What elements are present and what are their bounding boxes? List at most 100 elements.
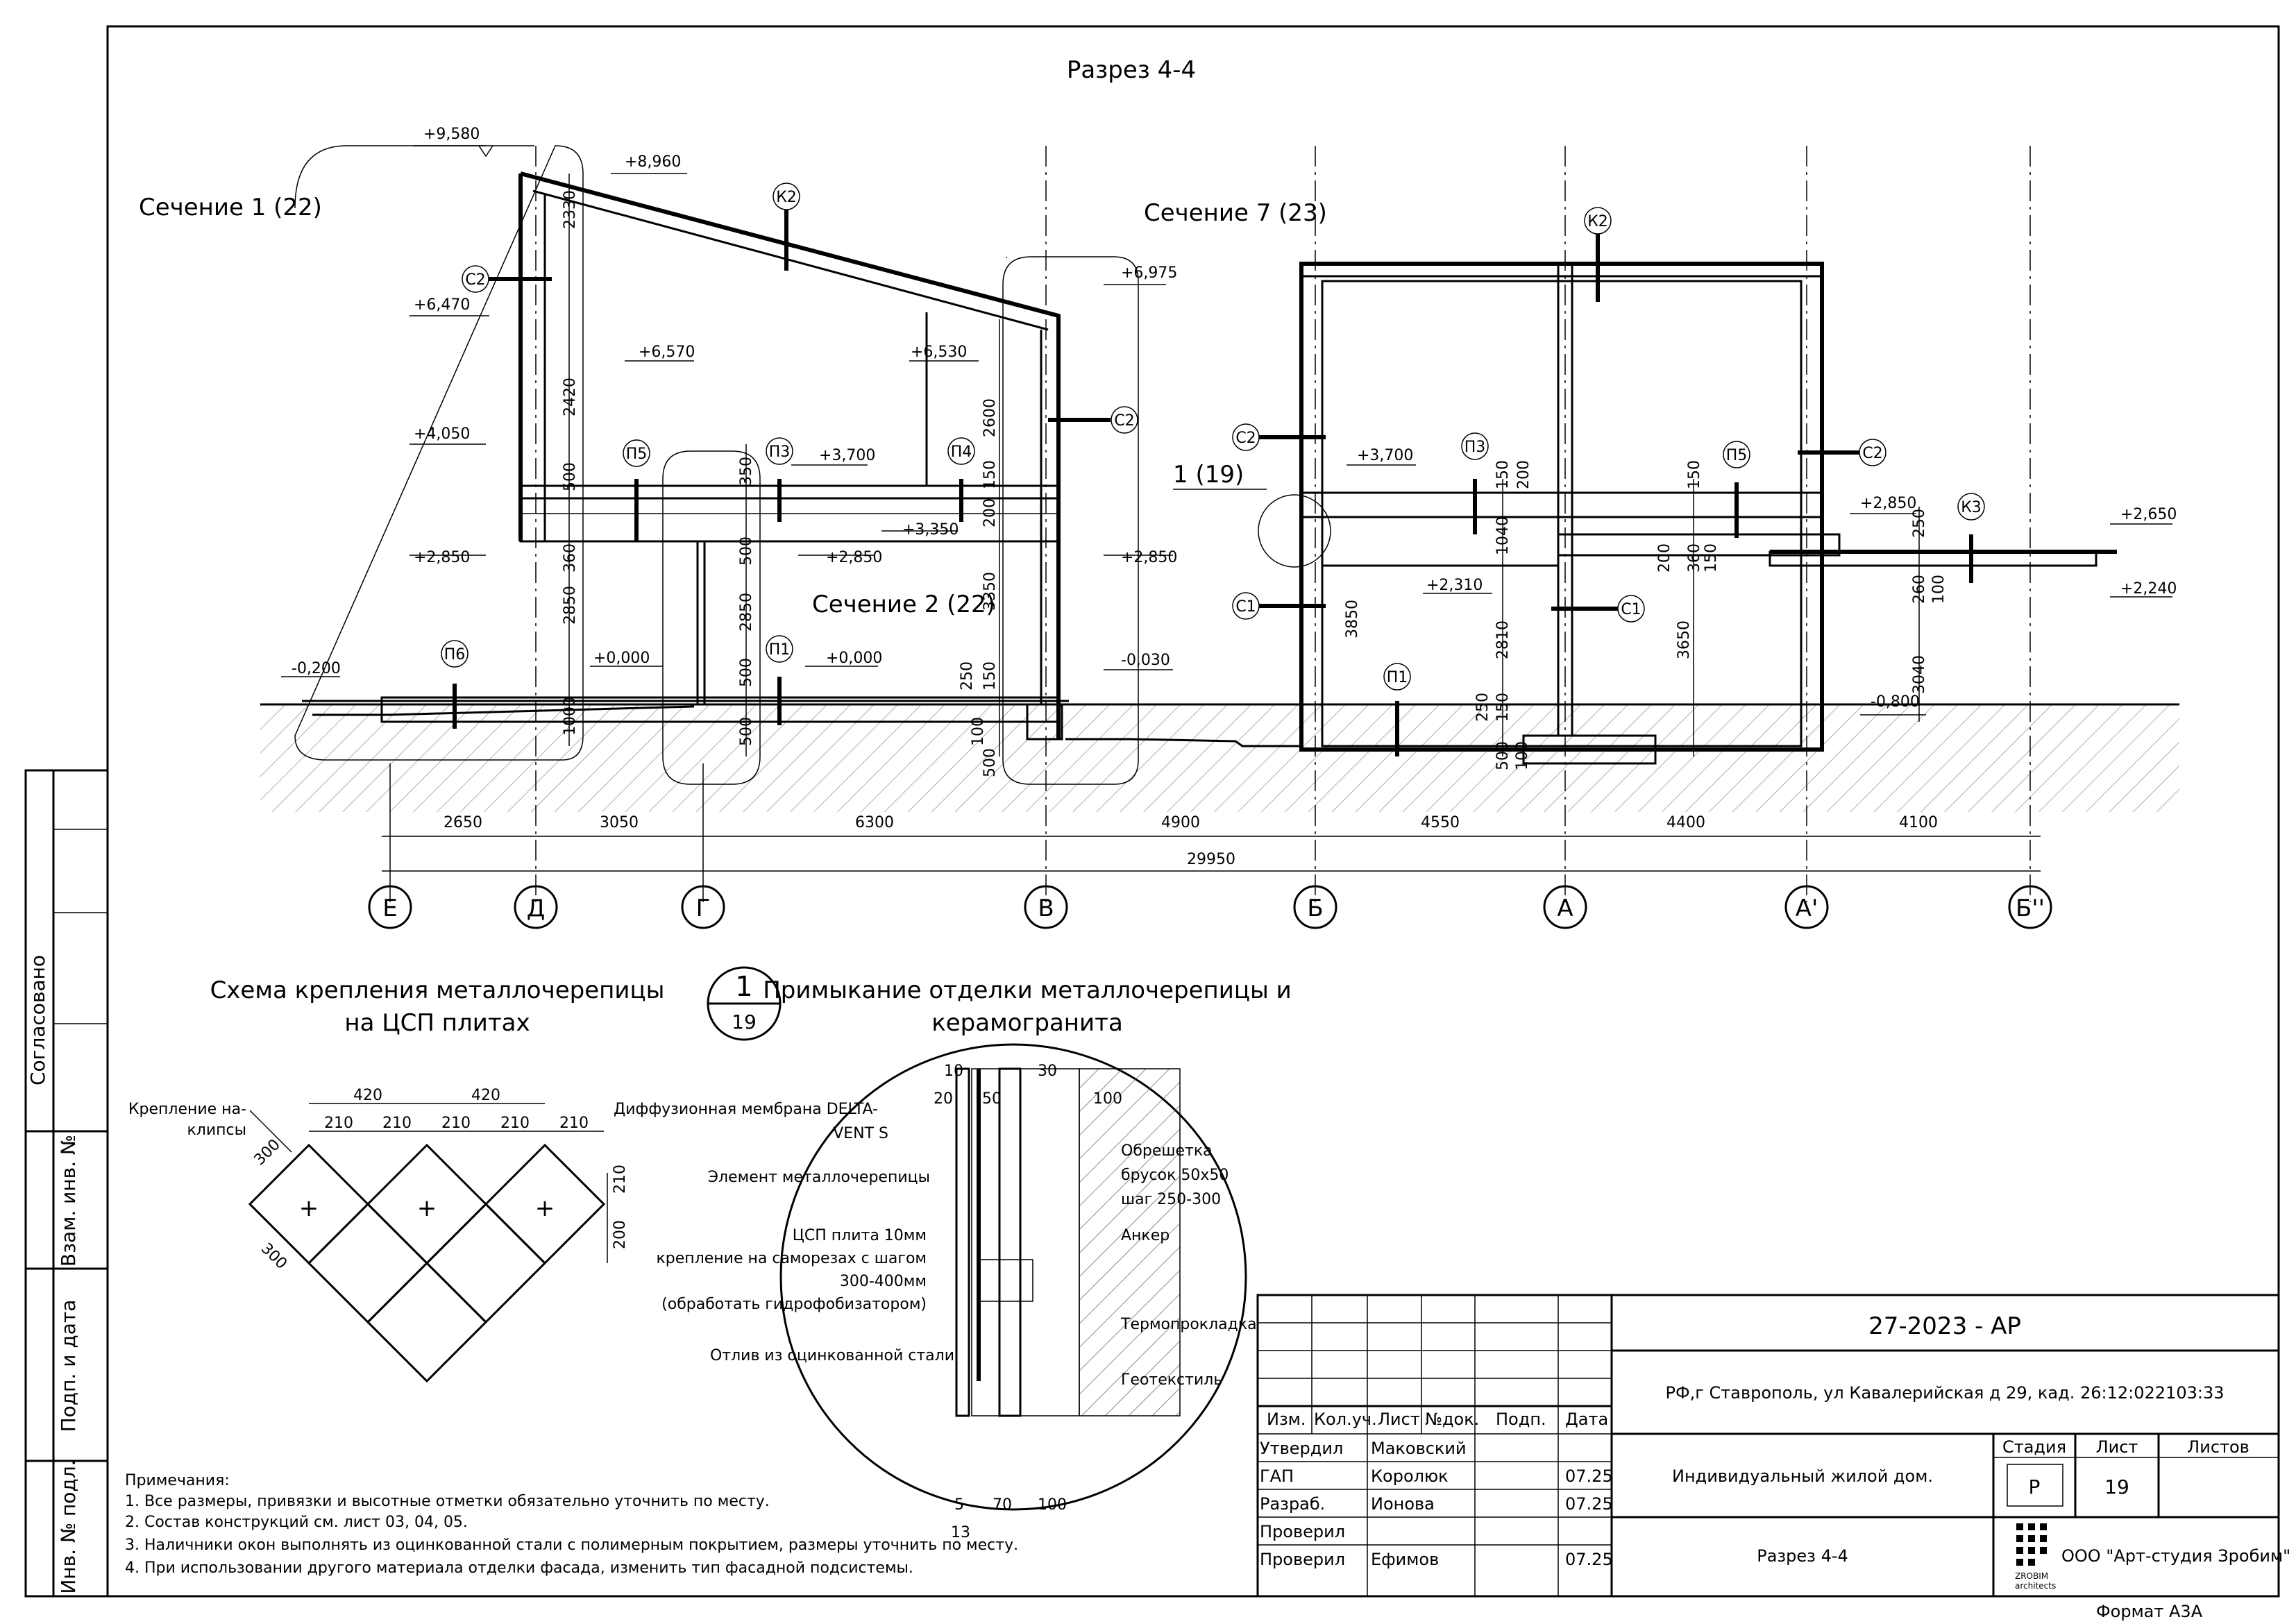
svg-text:П5: П5: [1726, 447, 1748, 464]
svg-text:2650: 2650: [444, 814, 482, 831]
doc-code: 27-2023 - АР: [1868, 1312, 2021, 1340]
sheet-format: Формат А3А: [2096, 1602, 2203, 1621]
address: РФ,г Ставрополь, ул Кавалерийская д 29, …: [1666, 1383, 2225, 1403]
svg-text:360: 360: [562, 543, 579, 573]
left-building: [302, 171, 1131, 741]
section-title: Разрез 4-4: [1067, 56, 1196, 84]
svg-text:Стадия: Стадия: [2002, 1437, 2066, 1457]
company-logo: ZROBIM architects: [2015, 1523, 2056, 1591]
axis-a-prime: А': [1784, 885, 1829, 929]
svg-text:+0,000: +0,000: [593, 650, 650, 667]
svg-text:100: 100: [970, 717, 987, 746]
svg-text:200: 200: [611, 1220, 629, 1249]
svg-text:Утвердил: Утвердил: [1260, 1439, 1343, 1458]
svg-text:260: 260: [1911, 575, 1928, 604]
svg-text:В: В: [1038, 895, 1054, 922]
svg-text:4900: 4900: [1161, 814, 1200, 831]
svg-text:200: 200: [1656, 543, 1673, 573]
elev-mark: +2,850: [1850, 495, 1916, 514]
svg-text:200: 200: [981, 498, 999, 527]
elev-mark: +6,975: [1104, 264, 1177, 285]
svg-text:250: 250: [1911, 509, 1928, 538]
svg-text:3350: 3350: [981, 572, 999, 611]
general-notes: Примечания: 1. Все размеры, привязки и в…: [125, 1472, 1018, 1577]
object-name: Индивидуальный жилой дом.: [1672, 1466, 1933, 1486]
sheet-number: 19: [2104, 1475, 2129, 1498]
svg-text:+6,570: +6,570: [639, 344, 695, 361]
elevation-marks: +9,580 +8,960 +6,975 +6,470 +6,570 +6,53…: [281, 126, 2177, 716]
axis-d: Д: [514, 885, 558, 929]
svg-text:+2,650: +2,650: [2120, 506, 2177, 523]
svg-text:Ионова: Ионова: [1371, 1494, 1435, 1514]
svg-text:Термопрокладка: Термопрокладка: [1120, 1316, 1257, 1333]
detail-tile-scheme: Схема крепления металлочерепицы на ЦСП п…: [128, 976, 664, 1383]
svg-text:П4: П4: [951, 443, 972, 461]
svg-text:на ЦСП плитах: на ЦСП плитах: [344, 1009, 530, 1037]
stage-value: Р: [2029, 1475, 2041, 1498]
svg-text:2850: 2850: [738, 593, 755, 632]
svg-text:300: 300: [251, 1136, 284, 1169]
svg-text:1. Все размеры, привязки и выс: 1. Все размеры, привязки и высотные отме…: [125, 1493, 770, 1510]
svg-text:П1: П1: [769, 641, 791, 659]
svg-text:С2: С2: [1235, 430, 1256, 447]
svg-text:Королюк: Королюк: [1371, 1466, 1449, 1486]
svg-text:architects: architects: [2015, 1581, 2056, 1591]
svg-text:+2,240: +2,240: [2120, 580, 2177, 598]
svg-text:4400: 4400: [1666, 814, 1705, 831]
svg-text:100: 100: [1038, 1496, 1067, 1514]
svg-text:150: 150: [1494, 693, 1512, 722]
label-section-7: Сечение 7 (23): [1144, 199, 1327, 227]
elev-mark: +2,850: [410, 549, 486, 566]
svg-text:29950: 29950: [1187, 851, 1235, 868]
svg-text:К3: К3: [1961, 499, 1982, 516]
elev-mark: +0,000: [590, 650, 663, 667]
svg-text:07.25: 07.25: [1565, 1550, 1613, 1569]
svg-text:Примечания:: Примечания:: [125, 1472, 230, 1489]
svg-text:500: 500: [738, 536, 755, 566]
tag-p1: П1: [766, 635, 793, 725]
svg-text:2850: 2850: [562, 586, 579, 625]
svg-text:210: 210: [324, 1115, 353, 1132]
svg-text:150: 150: [981, 661, 999, 691]
svg-text:420: 420: [471, 1087, 500, 1104]
svg-text:250: 250: [1474, 693, 1492, 722]
svg-text:210: 210: [611, 1165, 629, 1194]
tag-c1: С1: [1232, 592, 1326, 620]
svg-text:3040: 3040: [1911, 655, 1928, 694]
svg-text:3850: 3850: [1344, 600, 1361, 638]
svg-text:2600: 2600: [981, 398, 999, 437]
svg-text:+2,850: +2,850: [826, 549, 882, 566]
svg-text:+6,530: +6,530: [911, 344, 967, 361]
stamp-replace-inv: Взам. инв. №: [57, 1135, 80, 1267]
svg-text:Б: Б: [1307, 895, 1323, 922]
svg-text:Проверил: Проверил: [1260, 1522, 1345, 1541]
svg-text:+0,000: +0,000: [826, 650, 882, 667]
svg-text:1040: 1040: [1494, 516, 1512, 555]
svg-text:С1: С1: [1235, 598, 1256, 616]
svg-text:клипсы: клипсы: [187, 1122, 247, 1139]
svg-text:100: 100: [1930, 575, 1948, 604]
axis-v: В: [1024, 885, 1068, 929]
tag-k2: К2: [1584, 207, 1612, 302]
elev-mark: +8,960: [611, 153, 687, 174]
svg-text:К2: К2: [1587, 213, 1608, 230]
svg-text:Элемент металлочерепицы: Элемент металлочерепицы: [708, 1169, 930, 1186]
svg-text:150: 150: [1686, 460, 1703, 489]
svg-text:70: 70: [993, 1496, 1012, 1514]
svg-text:Проверил: Проверил: [1260, 1550, 1345, 1569]
svg-text:500: 500: [562, 462, 579, 491]
elev-mark: +2,850: [1104, 549, 1177, 566]
tag-k2: К2: [773, 183, 800, 271]
svg-text:07.25: 07.25: [1565, 1494, 1613, 1514]
svg-text:2. Состав конструкций см. лист: 2. Состав конструкций см. лист 03, 04, 0…: [125, 1514, 468, 1531]
svg-text:1: 1: [735, 971, 752, 1003]
svg-text:П6: П6: [444, 646, 466, 663]
svg-text:10: 10: [944, 1063, 963, 1080]
company-name: ООО "Арт-студия Зробим": [2061, 1546, 2290, 1566]
svg-text:Листов: Листов: [2187, 1437, 2249, 1457]
svg-text:А: А: [1557, 895, 1573, 922]
tag-p3: П3: [1461, 432, 1489, 534]
svg-text:ZROBIM: ZROBIM: [2015, 1571, 2048, 1581]
svg-text:420: 420: [353, 1087, 382, 1104]
svg-text:№док.: №док.: [1425, 1410, 1479, 1429]
